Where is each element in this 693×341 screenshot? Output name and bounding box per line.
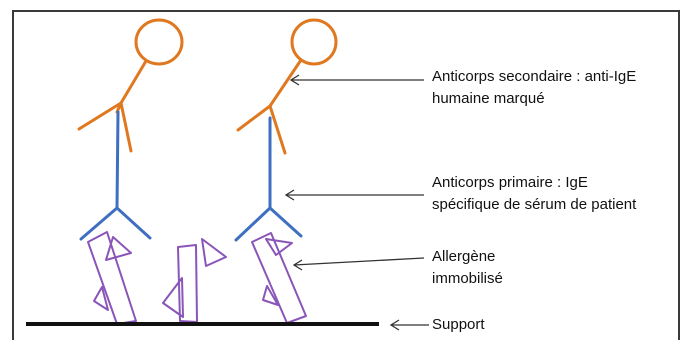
arrow-primary-antibody [284,189,424,201]
allergen-left [87,231,137,325]
label-support-line1: Support [432,316,485,333]
label-support: Support [432,314,485,336]
label-allergen-line2: immobilisé [432,270,503,287]
label-allergen-line1: Allergène [432,248,496,265]
secondary-antibody-right [236,18,338,155]
arrow-support [389,319,429,331]
primary-antibody-left [79,110,152,241]
secondary-antibody-label-marker-right [290,18,338,66]
label-secondary-antibody-line2: humaine marqué [432,90,545,107]
label-primary-antibody: Anticorps primaire : IgE spécifique de s… [432,172,636,216]
label-secondary-antibody: Anticorps secondaire : anti-IgE humaine … [432,66,636,110]
label-primary-antibody-line2: spécifique de sérum de patient [432,196,637,213]
diagram-frame-border [12,10,680,340]
label-secondary-antibody-line1: Anticorps secondaire : anti-IgE [432,68,637,85]
secondary-antibody-left [77,18,184,153]
secondary-antibody-label-marker-left [134,18,184,66]
allergen-right [251,232,307,324]
label-primary-antibody-line1: Anticorps primaire : IgE [432,174,588,191]
label-allergen: Allergène immobilisé [432,246,503,290]
arrow-secondary-antibody [289,74,424,86]
primary-antibody-right [234,116,303,242]
arrow-allergen [292,257,425,271]
allergen-middle [162,238,227,323]
